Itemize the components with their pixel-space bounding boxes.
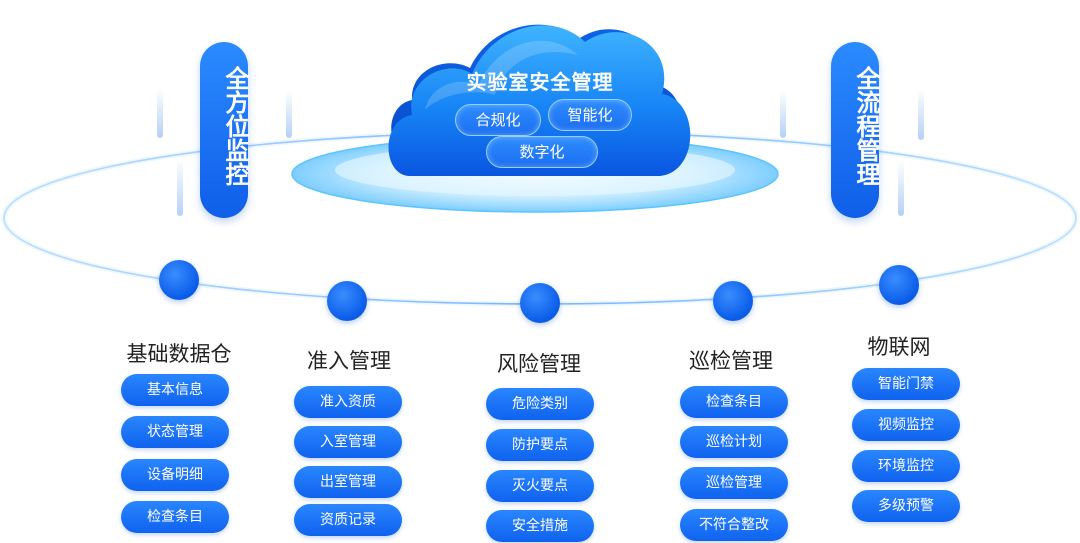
cloud-shape (388, 25, 691, 176)
column-title-risk-management: 风险管理 (497, 352, 581, 376)
column-title-data-warehouse: 基础数据仓 (126, 342, 232, 366)
item-qualification-records[interactable]: 资质记录 (294, 504, 402, 536)
item-fire-fighting-points[interactable]: 灭火要点 (486, 470, 594, 502)
item-safety-measures[interactable]: 安全措施 (486, 510, 594, 542)
side-label-right-pill: 全流程管理 (831, 42, 880, 218)
glow-bar-3 (286, 90, 292, 138)
item-inspection-entries[interactable]: 检查条目 (121, 501, 229, 533)
column-title-iot: 物联网 (867, 335, 931, 359)
item-multilevel-alert[interactable]: 多级预警 (852, 490, 960, 522)
item-exit-management[interactable]: 出室管理 (294, 466, 402, 498)
item-access-qualification[interactable]: 准入资质 (294, 386, 402, 418)
cloud-tag-intelligent: 智能化 (548, 99, 632, 131)
glow-bar-5 (898, 160, 904, 216)
item-smart-access-control[interactable]: 智能门禁 (852, 368, 960, 400)
item-environment-monitoring[interactable]: 环境监控 (852, 450, 960, 482)
item-entry-management[interactable]: 入室管理 (294, 426, 402, 458)
cloud-tag-compliance: 合规化 (455, 104, 541, 136)
ring-node-5 (879, 265, 919, 305)
item-check-entries[interactable]: 检查条目 (680, 386, 788, 418)
item-patrol-plan[interactable]: 巡检计划 (680, 426, 788, 458)
item-status-management[interactable]: 状态管理 (121, 416, 229, 448)
glow-bar-4 (780, 90, 786, 138)
cloud-tag-digital: 数字化 (486, 136, 598, 168)
cloud-highlight (425, 40, 578, 110)
cloud-title: 实验室安全管理 (466, 70, 614, 94)
item-hazard-categories[interactable]: 危险类别 (486, 388, 594, 420)
glow-bar-6 (918, 88, 924, 140)
item-equipment-details[interactable]: 设备明细 (121, 459, 229, 491)
ring-node-3 (520, 283, 560, 323)
item-basic-info[interactable]: 基本信息 (121, 374, 229, 406)
item-patrol-management[interactable]: 巡检管理 (680, 467, 788, 499)
item-nonconformity-rectification[interactable]: 不符合整改 (680, 509, 788, 541)
column-title-patrol-management: 巡检管理 (689, 349, 773, 373)
side-label-right: 全流程管理 (852, 66, 880, 186)
glow-bar-2 (177, 158, 183, 216)
side-label-left-pill: 全方位监控 (200, 42, 249, 218)
item-video-monitoring[interactable]: 视频监控 (852, 409, 960, 441)
ring-node-2 (327, 281, 367, 321)
glow-bar-1 (157, 88, 163, 138)
side-label-left: 全方位监控 (221, 66, 249, 186)
column-title-access-management: 准入管理 (307, 349, 391, 373)
item-protection-points[interactable]: 防护要点 (486, 429, 594, 461)
ring-node-4 (713, 281, 753, 321)
ring-node-1 (159, 260, 199, 300)
